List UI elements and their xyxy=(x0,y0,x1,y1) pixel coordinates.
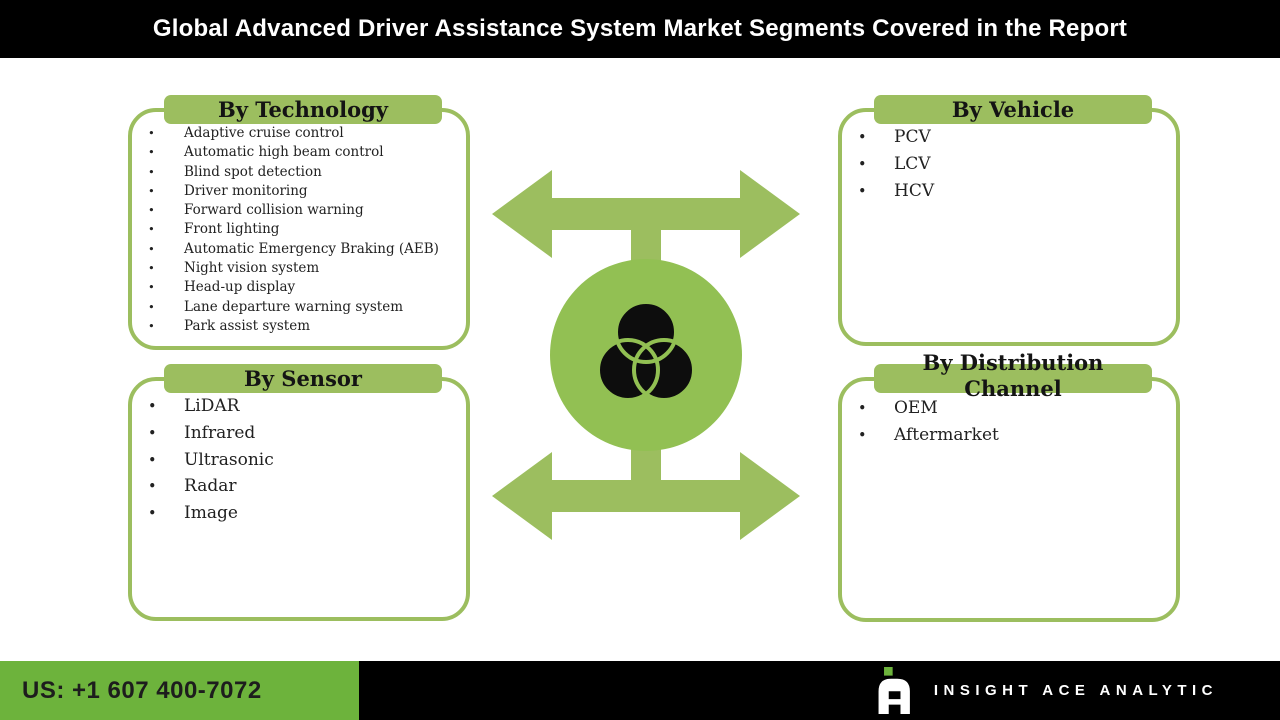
bullet-icon xyxy=(148,394,184,421)
list-item-label: Adaptive cruise control xyxy=(184,125,344,141)
bullet-icon xyxy=(148,421,184,448)
bullet-icon xyxy=(858,423,894,450)
list-item: Image xyxy=(132,501,466,528)
list-item-label: HCV xyxy=(894,180,935,201)
list-item: Driver monitoring xyxy=(132,182,466,201)
list-item-label: LCV xyxy=(894,153,931,174)
sensor-list: LiDAR Infrared Ultrasonic Radar Image xyxy=(132,381,466,528)
brand-name: INSIGHT ACE ANALYTIC xyxy=(933,682,1218,699)
segment-tab-distribution: By Distribution Channel xyxy=(874,350,1152,401)
list-item: Blind spot detection xyxy=(132,163,466,182)
bullet-icon xyxy=(858,179,894,206)
list-item: Head-up display xyxy=(132,278,466,297)
bullet-icon xyxy=(148,317,184,336)
list-item: LCV xyxy=(842,152,1176,179)
bullet-icon xyxy=(148,240,184,259)
list-item-label: Radar xyxy=(184,476,237,497)
segment-tab-vehicle: By Vehicle xyxy=(874,95,1152,124)
list-item-label: Image xyxy=(184,503,238,524)
phone-number: US: +1 607 400-7072 xyxy=(22,676,262,704)
list-item-label: Infrared xyxy=(184,422,256,443)
segment-box-distribution: By Distribution Channel OEM Aftermarket xyxy=(838,350,1180,622)
list-item-label: Blind spot detection xyxy=(184,163,322,180)
segment-tab-technology: By Technology xyxy=(164,95,442,124)
list-item: Lane departure warning system xyxy=(132,298,466,317)
venn-three-circles-icon xyxy=(596,300,696,402)
list-item-label: OEM xyxy=(894,398,938,418)
list-item: Front lighting xyxy=(132,220,466,239)
bullet-icon xyxy=(148,259,184,278)
brand-logo-icon xyxy=(878,667,910,714)
list-item: Ultrasonic xyxy=(132,448,466,475)
list-item-label: Driver monitoring xyxy=(184,182,308,199)
list-item: Infrared xyxy=(132,421,466,448)
list-item-label: Lane departure warning system xyxy=(184,298,404,315)
bullet-icon xyxy=(858,396,894,423)
list-item: OEM xyxy=(842,396,1176,423)
list-item: Automatic high beam control xyxy=(132,143,466,162)
list-item: Night vision system xyxy=(132,259,466,278)
bullet-icon xyxy=(148,278,184,297)
list-item-label: Automatic Emergency Braking (AEB) xyxy=(184,240,439,257)
segment-title: By Technology xyxy=(217,97,389,122)
segment-box-technology: By Technology Adaptive cruise control Au… xyxy=(128,95,470,350)
phone-badge: US: +1 607 400-7072 xyxy=(0,661,359,720)
list-item: PCV xyxy=(842,125,1176,152)
list-item-label: Forward collision warning xyxy=(184,202,364,219)
vehicle-list: PCV LCV HCV xyxy=(842,112,1176,205)
center-circle xyxy=(550,259,742,451)
list-item: LiDAR xyxy=(132,394,466,421)
list-item: Forward collision warning xyxy=(132,201,466,220)
list-item: Aftermarket xyxy=(842,423,1176,450)
bullet-icon xyxy=(148,201,184,220)
distribution-list: OEM Aftermarket xyxy=(842,381,1176,450)
bullet-icon xyxy=(148,298,184,317)
list-item: Radar xyxy=(132,474,466,501)
bullet-icon xyxy=(148,501,184,528)
double-arrow-top-icon xyxy=(492,170,800,275)
list-item: Adaptive cruise control xyxy=(132,124,466,143)
bullet-icon xyxy=(148,143,184,162)
segment-title: By Sensor xyxy=(244,366,362,391)
list-item-label: PCV xyxy=(894,127,931,147)
segment-box-vehicle: By Vehicle PCV LCV HCV xyxy=(838,95,1180,346)
header: Global Advanced Driver Assistance System… xyxy=(0,0,1280,58)
bullet-icon xyxy=(858,125,894,152)
technology-list: Adaptive cruise control Automatic high b… xyxy=(132,112,466,336)
bullet-icon xyxy=(148,474,184,501)
footer: US: +1 607 400-7072 INSIGHT ACE ANALYTIC xyxy=(0,661,1280,720)
list-item-label: Park assist system xyxy=(184,317,311,334)
bullet-icon xyxy=(148,163,184,182)
bullet-icon xyxy=(148,448,184,475)
list-item-label: LiDAR xyxy=(184,396,240,416)
page-title: Global Advanced Driver Assistance System… xyxy=(152,15,1128,42)
segment-title: By Distribution Channel xyxy=(922,350,1104,401)
bullet-icon xyxy=(148,182,184,201)
list-item-label: Ultrasonic xyxy=(184,449,274,470)
list-item: Automatic Emergency Braking (AEB) xyxy=(132,240,466,259)
list-item-label: Automatic high beam control xyxy=(184,144,384,161)
list-item-label: Night vision system xyxy=(184,260,320,277)
double-arrow-bottom-icon xyxy=(492,435,800,540)
list-item-label: Front lighting xyxy=(184,221,280,238)
list-item: HCV xyxy=(842,179,1176,206)
bullet-icon xyxy=(148,220,184,239)
brand: INSIGHT ACE ANALYTIC xyxy=(874,661,1218,720)
segment-box-sensor: By Sensor LiDAR Infrared Ultrasonic Rada… xyxy=(128,364,470,621)
list-item-label: Aftermarket xyxy=(894,424,999,445)
segment-tab-sensor: By Sensor xyxy=(164,364,442,393)
bullet-icon xyxy=(858,152,894,179)
list-item: Park assist system xyxy=(132,317,466,336)
segment-title: By Vehicle xyxy=(951,97,1075,122)
bullet-icon xyxy=(148,124,184,143)
list-item-label: Head-up display xyxy=(184,279,296,296)
